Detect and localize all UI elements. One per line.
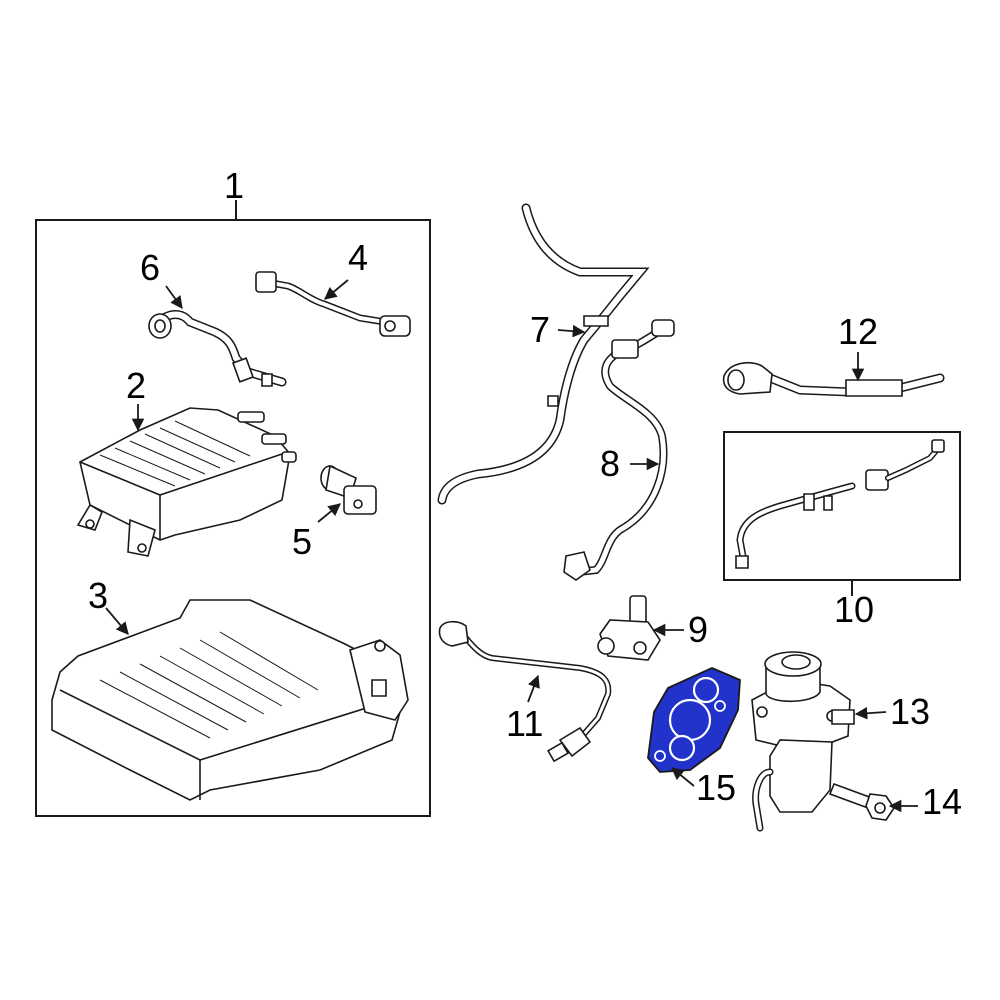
- callout-5: 5: [292, 521, 313, 562]
- part-7-hose[interactable]: [442, 208, 640, 500]
- callout-6: 6: [140, 247, 161, 288]
- group-box-1: [35, 219, 431, 817]
- callout-9: 9: [688, 609, 709, 650]
- part-12-hose[interactable]: [724, 363, 940, 396]
- leader-5: [317, 503, 341, 523]
- callout-4: 4: [348, 237, 369, 278]
- callout-11: 11: [506, 703, 544, 744]
- part-10-hose-assembly[interactable]: [736, 440, 944, 568]
- part-5-valve[interactable]: [321, 466, 376, 514]
- leader-11: [527, 674, 540, 703]
- group-box-10: [723, 431, 961, 581]
- callout-1: 1: [224, 165, 245, 206]
- callout-15: 15: [696, 767, 737, 808]
- leader-7: [557, 324, 586, 338]
- leader-6: [165, 285, 183, 310]
- callout-3: 3: [88, 575, 109, 616]
- part-4-hose[interactable]: [256, 272, 410, 336]
- leader-3: [105, 607, 129, 635]
- leader-13: [854, 706, 887, 720]
- part-8-hose[interactable]: [564, 320, 674, 580]
- callout-13: 13: [890, 691, 931, 732]
- leader-4: [324, 279, 349, 300]
- part-13-valve[interactable]: [752, 652, 854, 828]
- part-11-sensor[interactable]: [440, 622, 609, 761]
- part-2-canister[interactable]: [78, 408, 296, 556]
- part-9-connector[interactable]: [598, 596, 660, 660]
- part-6-hose[interactable]: [149, 314, 282, 386]
- part-15-gasket[interactable]: [648, 668, 740, 772]
- callout-7: 7: [530, 309, 551, 350]
- callout-14: 14: [922, 781, 963, 822]
- callout-2: 2: [126, 365, 147, 406]
- part-3-tray[interactable]: [52, 600, 408, 800]
- part-14-bolt[interactable]: [830, 784, 894, 820]
- callout-8: 8: [600, 443, 621, 484]
- leader-15: [671, 767, 695, 787]
- callout-10: 10: [834, 589, 875, 630]
- callout-12: 12: [838, 311, 879, 352]
